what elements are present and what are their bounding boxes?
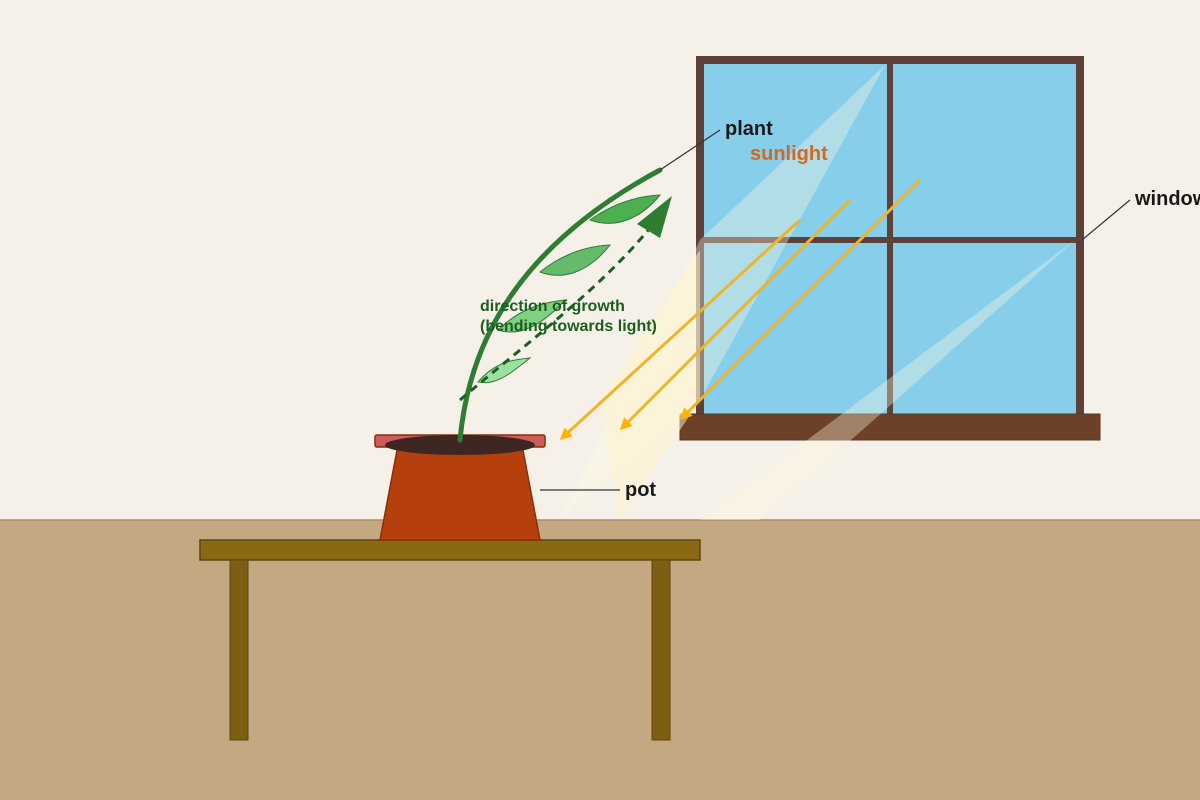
pot bbox=[374, 434, 546, 541]
table-leg bbox=[651, 559, 671, 741]
sunlight-ray bbox=[559, 218, 802, 441]
table-top bbox=[199, 539, 701, 561]
light-beam bbox=[700, 240, 1075, 520]
table bbox=[199, 539, 701, 741]
growth-arrow-line bbox=[459, 221, 657, 402]
floor bbox=[0, 520, 1200, 800]
pot-body bbox=[379, 444, 541, 541]
window-sill bbox=[679, 413, 1101, 441]
pot-soil bbox=[385, 435, 535, 455]
plant-leaf bbox=[477, 357, 532, 384]
sunlight-label: sunlight bbox=[750, 143, 828, 165]
sunlight-rays bbox=[559, 178, 922, 441]
sunlight-ray bbox=[679, 178, 922, 421]
table-leg bbox=[229, 559, 249, 741]
window-label: window bbox=[1134, 188, 1200, 210]
plant bbox=[457, 167, 663, 443]
plant-label: plant bbox=[725, 118, 773, 140]
window-leader-line bbox=[1081, 199, 1131, 241]
plant-leader-line bbox=[659, 129, 721, 171]
plant-leaf bbox=[497, 299, 567, 333]
growth-direction-arrow bbox=[459, 196, 672, 402]
growth-label-line2: (bending towards light) bbox=[480, 318, 657, 335]
pot-label: pot bbox=[625, 479, 656, 501]
plant-stem bbox=[457, 167, 663, 443]
sunlight-ray bbox=[619, 198, 852, 431]
plant-leaf bbox=[588, 194, 662, 224]
growth-label-line1: direction of growth bbox=[480, 298, 625, 315]
growth-arrow-head bbox=[637, 196, 672, 238]
plant-leaf bbox=[538, 244, 612, 276]
light-beam bbox=[600, 250, 700, 520]
